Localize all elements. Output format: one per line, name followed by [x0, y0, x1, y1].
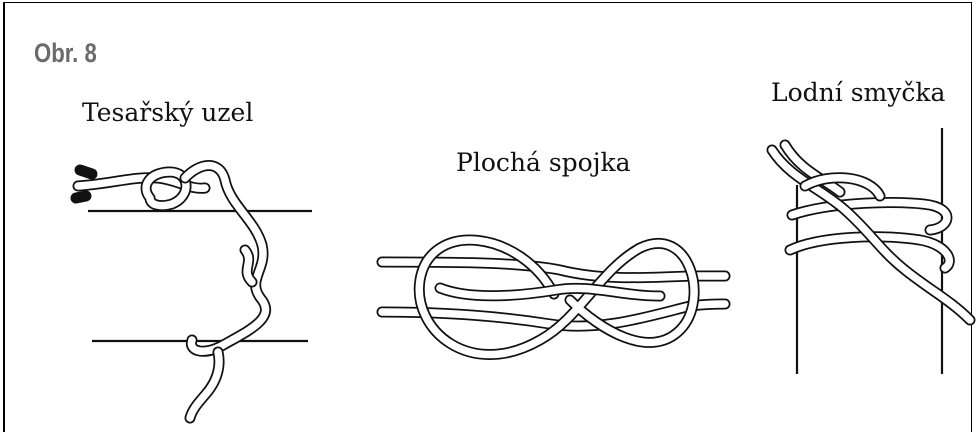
timber-hitch-drawing [76, 166, 312, 419]
reef-knot-drawing [382, 240, 725, 354]
clove-hitch-rope [772, 145, 970, 320]
timber-hitch-rope [76, 166, 266, 419]
clove-hitch-drawing [772, 128, 970, 374]
